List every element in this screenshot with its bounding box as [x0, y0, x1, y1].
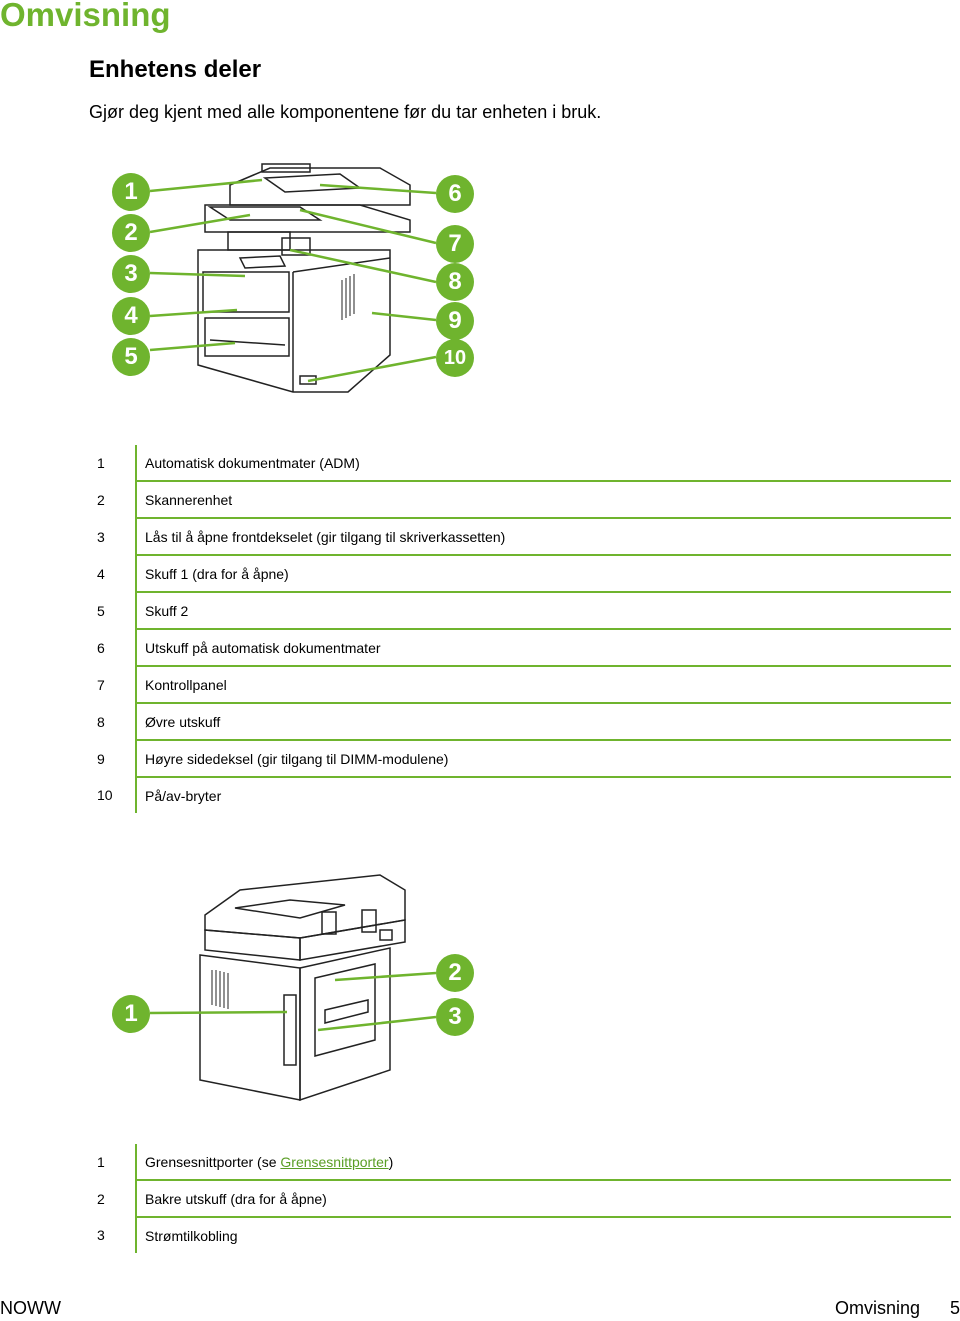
back-printer-illustration	[149, 874, 437, 1102]
part-label: Lås til å åpne frontdekselet (gir tilgan…	[136, 518, 951, 556]
part-label: Grensesnittporter (se Grensesnittporter)	[136, 1144, 951, 1181]
part-label: Bakre utskuff (dra for å åpne)	[136, 1180, 951, 1218]
front-view-figure: 1 2 3 4 5 6 7 8 9 10	[0, 0, 960, 420]
chapter-title: Omvisning	[0, 0, 171, 33]
part-number: 1	[89, 1144, 137, 1180]
part-label: Høyre sidedeksel (gir tilgang til DIMM-m…	[136, 740, 951, 778]
table-row: 10 På/av-bryter	[89, 777, 951, 813]
part-label: Skuff 1 (dra for å åpne)	[136, 555, 951, 593]
back-callout-2: 2	[436, 954, 474, 992]
callout-9: 9	[436, 302, 474, 340]
part-number: 10	[89, 777, 137, 813]
callout-5: 5	[112, 338, 150, 376]
callout-6: 6	[436, 175, 474, 213]
part-label: Automatisk dokumentmater (ADM)	[136, 445, 951, 482]
part-label: Øvre utskuff	[136, 703, 951, 741]
part-label: På/av-bryter	[145, 787, 222, 804]
part-label-text: Grensesnittporter (se	[145, 1153, 281, 1170]
part-number: 8	[89, 703, 137, 740]
front-printer-illustration	[149, 163, 437, 393]
callout-3: 3	[112, 255, 150, 293]
callout-7: 7	[436, 225, 474, 263]
part-label: Skannerenhet	[136, 481, 951, 519]
callout-4: 4	[112, 297, 150, 335]
section-title: Enhetens deler	[89, 56, 262, 83]
part-number: 2	[89, 1180, 137, 1217]
callout-2: 2	[112, 214, 150, 252]
part-number: 3	[89, 1217, 137, 1253]
part-number: 6	[89, 629, 137, 666]
page-number: 5	[949, 1298, 960, 1318]
part-number: 4	[89, 555, 137, 592]
part-number: 9	[89, 740, 137, 777]
part-label: Kontrollpanel	[136, 666, 951, 704]
part-label: Strømtilkobling	[145, 1227, 238, 1244]
footer-doc-code: NOWW	[0, 1298, 61, 1318]
back-callout-1: 1	[112, 995, 150, 1033]
part-label-text-end: )	[388, 1153, 394, 1170]
callout-10: 10	[436, 339, 474, 377]
back-parts-table: 1 Grensesnittporter (se Grensesnittporte…	[89, 1144, 951, 1253]
table-row: 3 Strømtilkobling	[89, 1217, 951, 1253]
part-label: Utskuff på automatisk dokumentmater	[136, 629, 951, 667]
part-number: 2	[89, 481, 137, 518]
footer-section: Omvisning 5	[805, 1298, 960, 1319]
back-view-figure: 1 2 3	[0, 860, 960, 1120]
part-number: 5	[89, 592, 137, 629]
footer-section-title: Omvisning	[834, 1298, 920, 1318]
table-row: 1 Grensesnittporter (se Grensesnittporte…	[89, 1144, 951, 1181]
intro-text: Gjør deg kjent med alle komponentene før…	[89, 102, 602, 122]
callout-1: 1	[112, 173, 150, 211]
interface-ports-link[interactable]: Grensesnittporter	[280, 1153, 389, 1170]
callout-8: 8	[436, 263, 474, 301]
part-number: 3	[89, 518, 137, 555]
back-callout-3: 3	[436, 998, 474, 1036]
part-number: 7	[89, 666, 137, 703]
part-label: Skuff 2	[136, 592, 951, 630]
part-number: 1	[89, 445, 137, 481]
